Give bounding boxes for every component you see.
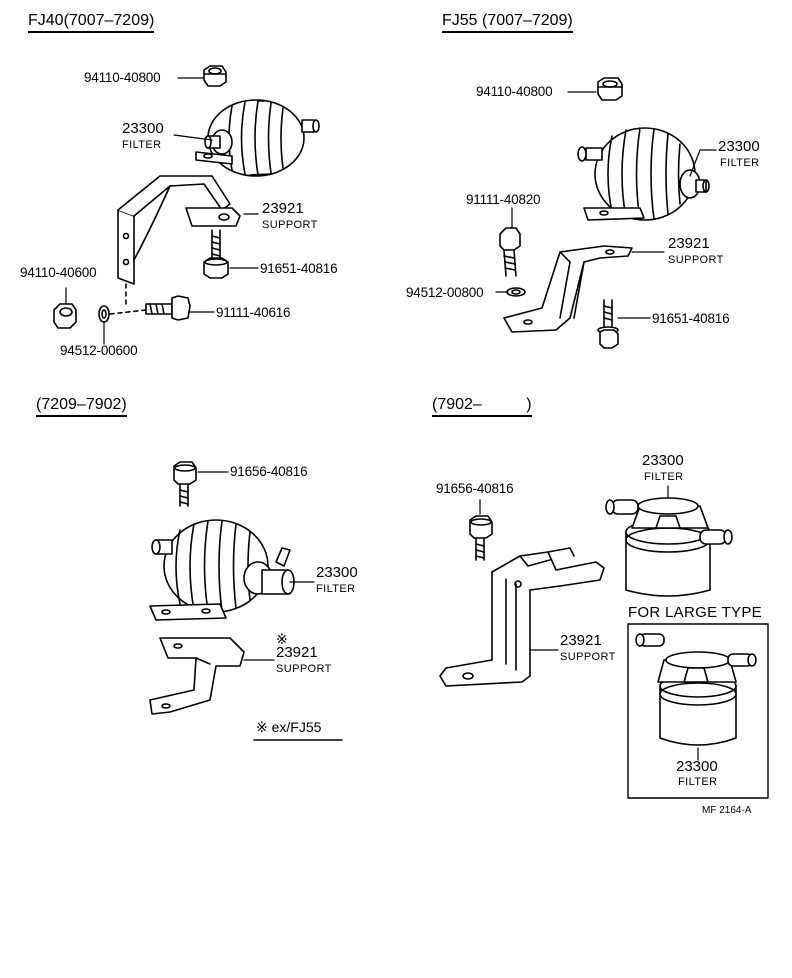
late-leader-lines bbox=[479, 485, 669, 651]
fj55-bolt-a-label: 91651-40816 bbox=[652, 311, 730, 326]
fj40-nut-icon bbox=[203, 65, 227, 87]
fj40-assembly-dashed-lines bbox=[109, 283, 147, 315]
fj55-leader-lines bbox=[495, 91, 717, 319]
fj55-washer-label: 94512-00800 bbox=[406, 285, 484, 300]
fj55-bolt-a-icon bbox=[597, 299, 619, 349]
mid-leader-lines bbox=[197, 471, 315, 661]
fj55-support-text: SUPPORT bbox=[668, 254, 724, 266]
large-filter-icon bbox=[635, 633, 757, 761]
late-section-header: (7902– ) bbox=[432, 396, 532, 417]
late-support-text: SUPPORT bbox=[560, 651, 616, 663]
fj40-nut-b-icon bbox=[53, 303, 77, 329]
late-support-bracket-icon bbox=[439, 547, 605, 687]
large-filter-text: FILTER bbox=[678, 776, 718, 788]
fj40-washer-label: 94512-00600 bbox=[60, 343, 138, 358]
fj55-washer-icon bbox=[506, 287, 526, 297]
fj40-bolt-a-label: 91651-40816 bbox=[260, 261, 338, 276]
mid-section-header: (7209–7902) bbox=[36, 396, 127, 417]
fj40-filter-icon bbox=[195, 99, 320, 177]
late-bolt-label: 91656-40816 bbox=[436, 481, 514, 496]
mid-note: ※ ex/FJ55 bbox=[256, 719, 322, 735]
late-filter-icon bbox=[605, 497, 733, 597]
mid-support-text: SUPPORT bbox=[276, 663, 332, 675]
late-filter-text: FILTER bbox=[644, 471, 684, 483]
fj40-bolt-a-icon bbox=[203, 229, 229, 279]
mid-bolt-label: 91656-40816 bbox=[230, 464, 308, 479]
fj40-support-text: SUPPORT bbox=[262, 219, 318, 231]
fj55-bolt-c-icon bbox=[499, 227, 521, 277]
fj55-support-bracket-icon bbox=[503, 245, 633, 333]
fj40-section-header: FJ40(7007–7209) bbox=[28, 12, 155, 33]
fj55-filter-number: 23300 bbox=[718, 138, 760, 155]
fj40-bolt-b-label: 91111-40616 bbox=[216, 305, 291, 320]
mid-bolt-icon bbox=[173, 461, 197, 507]
late-filter-number: 23300 bbox=[642, 452, 684, 469]
fj40-nut-b-label: 94110-40600 bbox=[20, 265, 97, 280]
late-support-number: 23921 bbox=[560, 632, 602, 649]
fj40-filter-number: 23300 bbox=[122, 120, 164, 137]
mid-support-number: 23921 bbox=[276, 644, 318, 661]
fj40-leader-lines bbox=[65, 77, 259, 345]
reference-code: MF 2164-A bbox=[702, 805, 752, 816]
fj55-filter-text: FILTER bbox=[720, 157, 760, 169]
fj40-filter-text: FILTER bbox=[122, 139, 162, 151]
mid-note-mark: ※ bbox=[276, 631, 288, 647]
fj55-support-number: 23921 bbox=[668, 235, 710, 252]
fj40-nut-label: 94110-40800 bbox=[84, 70, 161, 85]
large-type-title: FOR LARGE TYPE bbox=[628, 604, 762, 621]
large-type-box bbox=[627, 623, 769, 799]
large-filter-number: 23300 bbox=[676, 758, 718, 775]
fj55-bolt-c-label: 91111-40820 bbox=[466, 192, 541, 207]
fj55-nut-icon bbox=[597, 77, 623, 101]
fj40-support-number: 23921 bbox=[262, 200, 304, 217]
mid-filter-text: FILTER bbox=[316, 583, 356, 595]
mid-filter-icon bbox=[149, 519, 295, 621]
fj40-washer-icon bbox=[98, 305, 110, 323]
mid-filter-number: 23300 bbox=[316, 564, 358, 581]
mid-support-bracket-icon bbox=[149, 637, 245, 715]
fj55-nut-label: 94110-40800 bbox=[476, 84, 553, 99]
fj55-section-header: FJ55 (7007–7209) bbox=[442, 12, 573, 33]
fj40-support-bracket-icon bbox=[117, 175, 241, 285]
late-bolt-icon bbox=[469, 515, 493, 561]
fj55-filter-icon bbox=[577, 127, 710, 221]
fj40-bolt-b-icon bbox=[145, 295, 191, 321]
